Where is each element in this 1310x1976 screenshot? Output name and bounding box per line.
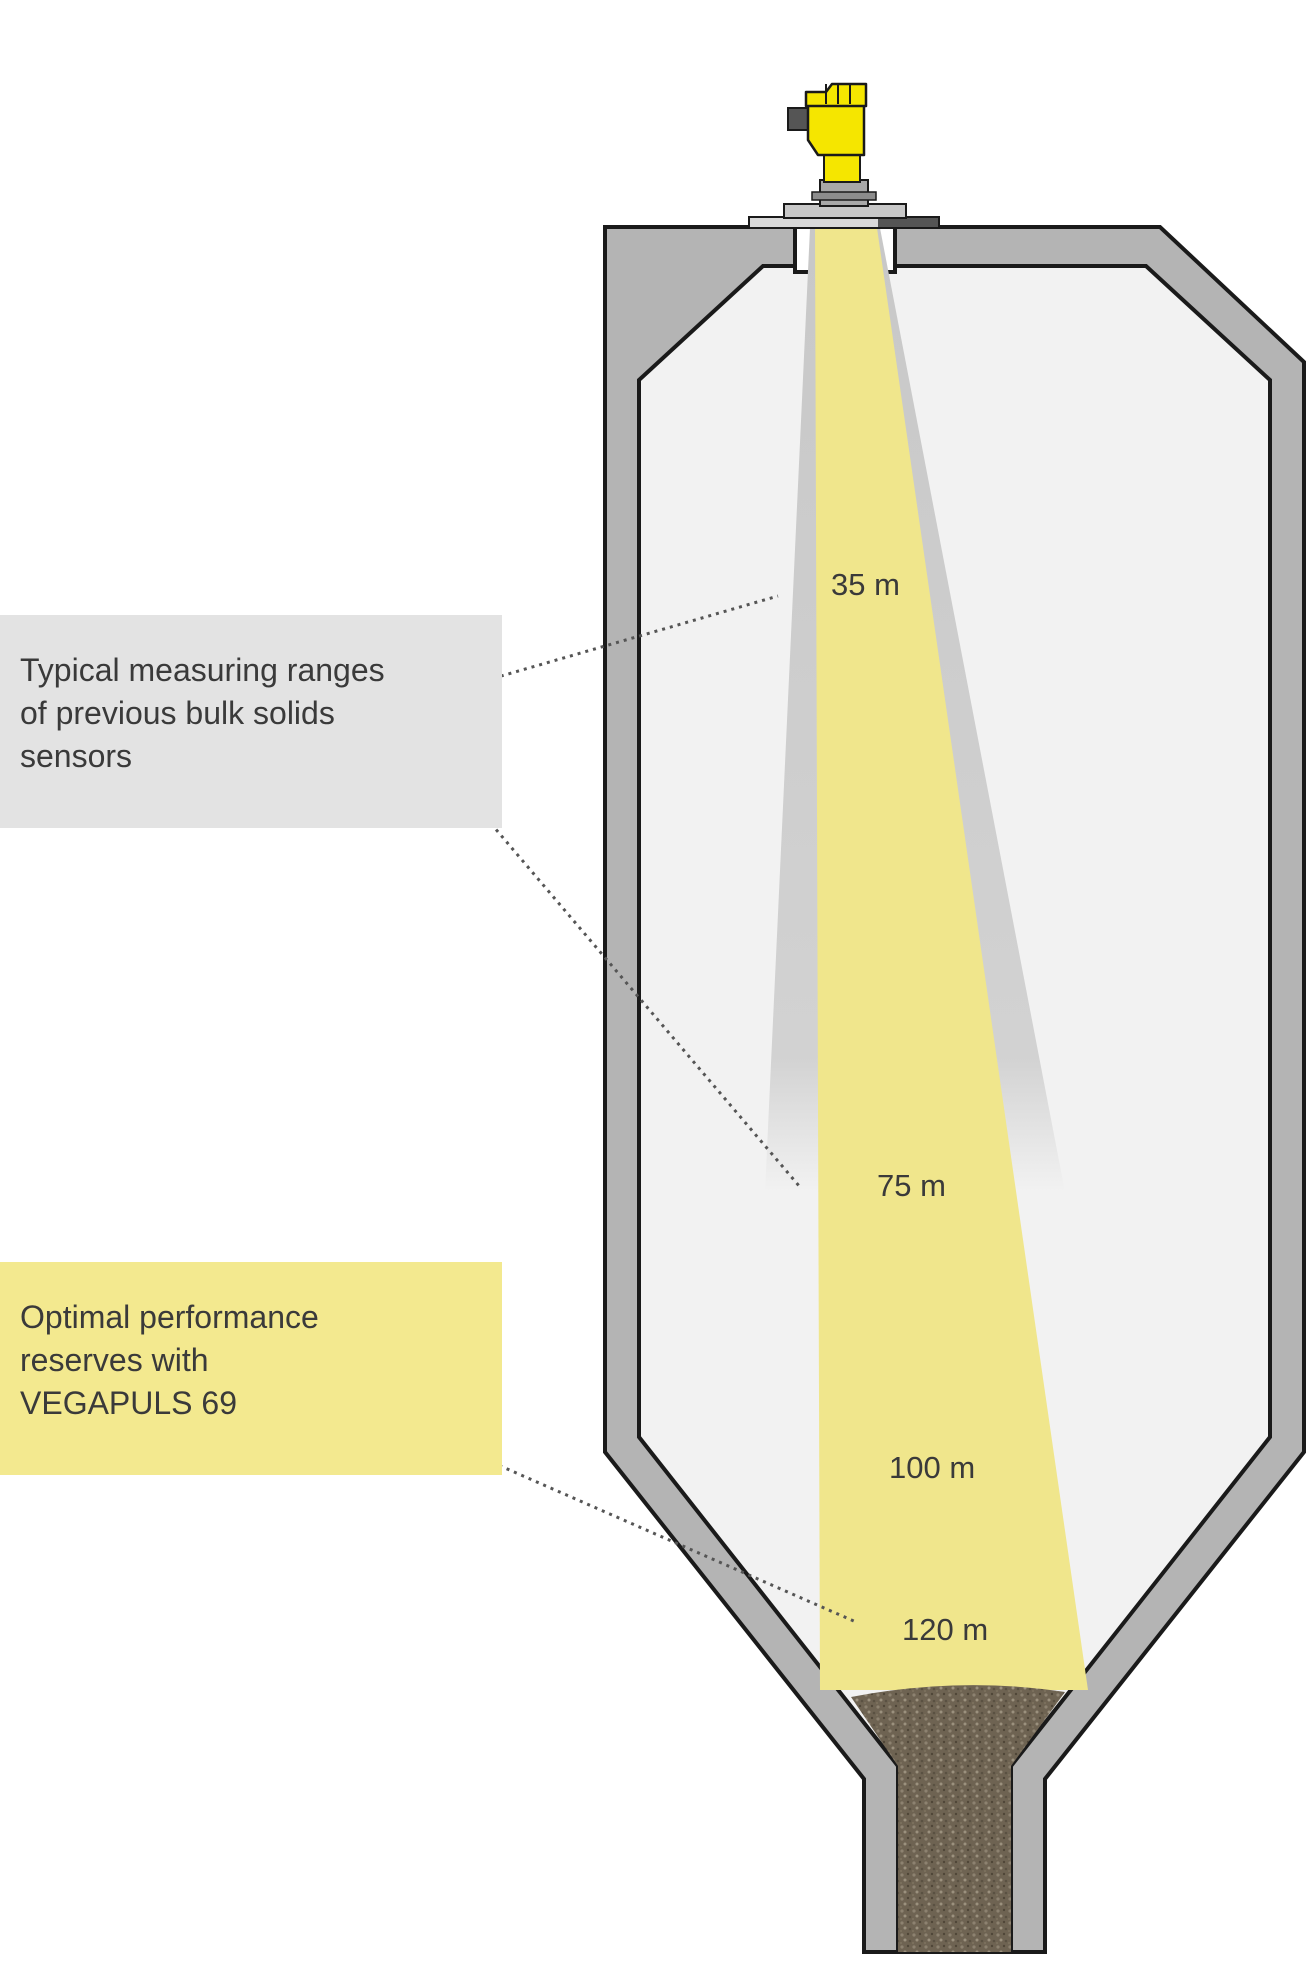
callout-text-line: Typical measuring ranges bbox=[20, 652, 385, 688]
bulk-material bbox=[851, 1685, 1065, 1952]
leader-line-35m bbox=[469, 594, 779, 687]
callout-text-line: Optimal performance bbox=[20, 1299, 319, 1335]
previous-sensors-callout: Typical measuring ranges of previous bul… bbox=[0, 615, 502, 828]
callout-text-line: VEGAPULS 69 bbox=[20, 1385, 237, 1421]
range-label-35m: 35 m bbox=[831, 567, 900, 602]
range-label-120m: 120 m bbox=[902, 1612, 988, 1647]
radar-sensor-icon bbox=[787, 82, 868, 183]
callout-text-line: of previous bulk solids bbox=[20, 695, 335, 731]
range-label-100m: 100 m bbox=[889, 1450, 975, 1485]
range-label-75m: 75 m bbox=[877, 1168, 946, 1203]
vegapuls-callout: Optimal performance reserves with VEGAPU… bbox=[0, 1262, 502, 1475]
leader-line-120m bbox=[447, 1441, 857, 1624]
mounting-plate-shadow bbox=[878, 218, 938, 227]
callout-text-line: sensors bbox=[20, 738, 133, 774]
radar-beam bbox=[815, 228, 1088, 1690]
callout-text-line: reserves with bbox=[20, 1342, 209, 1378]
sensor-neck-ring bbox=[811, 191, 877, 201]
leader-line-75m bbox=[463, 792, 802, 1188]
